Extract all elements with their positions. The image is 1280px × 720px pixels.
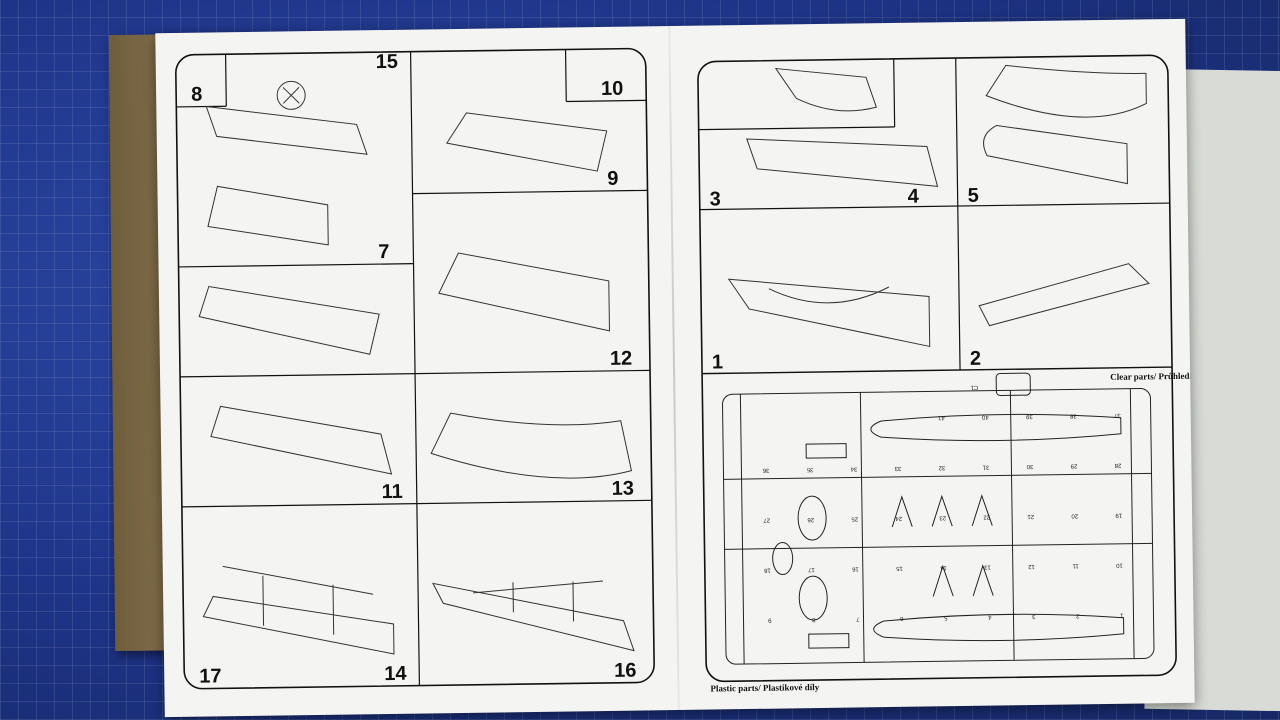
step-number-12: 12 xyxy=(610,348,633,370)
clear-part-canopy xyxy=(995,372,1031,396)
sprue-part-number: 9 xyxy=(767,617,771,623)
sprue-part-number: 16 xyxy=(851,565,858,571)
step-number-8: 8 xyxy=(191,84,202,106)
sprue-part-number: 4 xyxy=(987,614,991,620)
plastic-parts-page: 1234567891011121314151617181920212223242… xyxy=(697,54,1195,694)
sprue-part-number: 32 xyxy=(938,464,945,470)
step-number-11: 11 xyxy=(382,481,403,503)
sprue-part-number: 40 xyxy=(981,414,988,420)
assembly-sketches-left xyxy=(198,80,635,655)
sprue-part-number: 41 xyxy=(937,414,944,420)
assembly-sketches-right xyxy=(727,64,1150,348)
sprue-part-number: 5 xyxy=(943,614,947,620)
step-number-13: 13 xyxy=(612,478,635,500)
sprue-part-number: 21 xyxy=(1027,513,1034,519)
sprue-part-number: 35 xyxy=(806,466,813,472)
sprue-part-number: 30 xyxy=(1026,463,1033,469)
sprue-part-number: 11 xyxy=(1072,562,1079,568)
sprue-part-number: 31 xyxy=(982,464,989,470)
sprue-part-number: 19 xyxy=(1115,512,1122,518)
sprue-part-number: 27 xyxy=(763,517,770,523)
sprue-part-number: 8 xyxy=(811,616,815,622)
sprue-frame xyxy=(722,388,1155,665)
sprue-part-number: 20 xyxy=(1071,512,1078,518)
sprue-part-number: 24 xyxy=(895,515,902,521)
sprue-part-number: 38 xyxy=(1069,412,1076,418)
plastic-parts-title: Plastic parts/ Plastikové díly xyxy=(710,682,819,694)
sprue-part-number: 10 xyxy=(1115,562,1122,568)
sprue-part-number: 37 xyxy=(1113,412,1120,418)
sprue-part-number: 33 xyxy=(894,465,901,471)
sprue-part-number: 34 xyxy=(850,465,857,471)
sprue-part-number: 18 xyxy=(763,567,770,573)
sprue-part-number: 6 xyxy=(899,615,903,621)
sprue-labels: 1234567891011121314151617181920212223242… xyxy=(762,412,1123,623)
step-number-16: 16 xyxy=(614,660,637,682)
sheet-drawing: 1234567891011121314151617181920212223242… xyxy=(175,47,1195,694)
sprue-part-number: 28 xyxy=(1114,462,1121,468)
sprue-part-number: 36 xyxy=(762,467,769,473)
sprue-part-number: 39 xyxy=(1025,413,1032,419)
sprue-part-number: 23 xyxy=(939,514,946,520)
step-number-1: 1 xyxy=(712,351,723,373)
sprue-part-number: 25 xyxy=(851,515,858,521)
sprue-part-number: 14 xyxy=(939,564,946,570)
step-number-2: 2 xyxy=(970,348,981,370)
clear-parts-title: Clear parts/ Průhledné díly xyxy=(1110,370,1195,381)
step-number-4: 4 xyxy=(907,186,919,208)
sprue-part-number: 3 xyxy=(1031,613,1035,619)
clear-part-label: C1 xyxy=(970,384,978,390)
step-number-17: 17 xyxy=(199,665,222,687)
step-number-7: 7 xyxy=(378,241,389,263)
step-number-9: 9 xyxy=(607,168,618,190)
sprue-part-number: 1 xyxy=(1119,612,1123,618)
sprue-part-number: 13 xyxy=(983,564,990,570)
sprue-part-number: 17 xyxy=(807,566,814,572)
sprue-part-number: 29 xyxy=(1070,462,1077,468)
step-number-10: 10 xyxy=(601,78,624,100)
sprue-part-number: 12 xyxy=(1027,563,1034,569)
sprue-part-number: 26 xyxy=(807,516,814,522)
step-number-3: 3 xyxy=(709,188,720,210)
sprue-part-number: 7 xyxy=(855,615,859,621)
sprue-part-number: 22 xyxy=(983,514,990,520)
assembly-steps-page: 16 14 13 12 11 9 7 8 10 17 15 xyxy=(175,47,655,690)
step-number-15: 15 xyxy=(376,51,399,73)
sprue-part-number: 15 xyxy=(895,565,902,571)
sprue-part-number: 2 xyxy=(1075,612,1079,618)
step-number-5: 5 xyxy=(967,185,978,207)
step-number-14: 14 xyxy=(384,663,407,685)
